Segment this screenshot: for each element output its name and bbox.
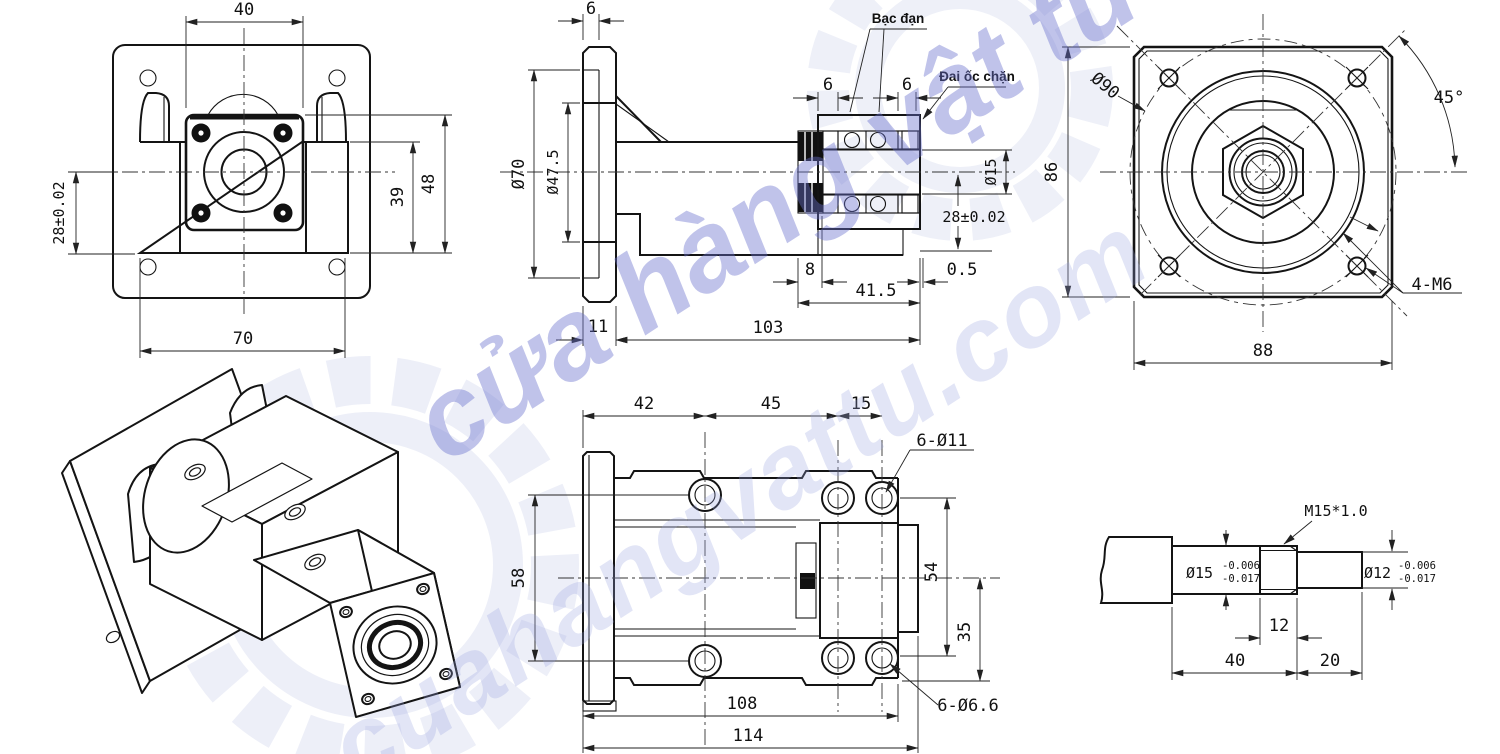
- dim-shaft-d15: Ø15: [1186, 564, 1213, 582]
- dim-39: 39: [388, 187, 408, 207]
- dim-05: 0.5: [947, 260, 978, 280]
- iso-face-screws: [339, 582, 453, 706]
- shaft-view: M15*1.0 Ø15 -0.006 -0.017 Ø12 -0.006 -0.…: [1099, 502, 1436, 680]
- dim-40: 40: [234, 0, 254, 20]
- dim-8: 8: [805, 260, 815, 280]
- dim-d15-tol-upper: -0.006: [1222, 560, 1260, 572]
- top-view: 42 45 15 6-Ø11 58 54 35 108: [509, 394, 1000, 753]
- dim-d15: Ø15: [982, 158, 1000, 185]
- label-thread: M15*1.0: [1304, 502, 1367, 520]
- dim-d15-tol-lower: -0.017: [1222, 573, 1260, 585]
- iso-bore: [352, 605, 438, 685]
- label-4m6: 4-M6: [1412, 275, 1453, 295]
- dim-103: 103: [753, 318, 784, 338]
- locknut-label: Đai ốc chặn: [939, 69, 1015, 84]
- dim-20: 20: [1320, 651, 1340, 671]
- label-6d66: 6-Ø6.6: [937, 696, 998, 716]
- dim-48: 48: [419, 174, 439, 194]
- dim-86: 86: [1042, 162, 1062, 182]
- dim-415: 41.5: [856, 281, 897, 301]
- front-view: 40 70 28±0.02 39 48: [50, 0, 452, 358]
- dim-d475: Ø47.5: [544, 149, 562, 194]
- dim-11: 11: [588, 317, 608, 337]
- dim-42: 42: [634, 394, 654, 414]
- dim-45deg: 45°: [1434, 88, 1465, 108]
- dim-shaft-d12: Ø12: [1364, 564, 1391, 582]
- dim-54: 54: [922, 562, 942, 582]
- section-view: Bạc đạn Đai ốc chặn 6 6 6: [500, 0, 1015, 346]
- dim-114: 114: [733, 726, 764, 746]
- dim-6-lip: 6: [586, 0, 596, 19]
- isometric-view: [61, 368, 461, 718]
- dim-35: 35: [955, 622, 975, 642]
- dim-d70: Ø70: [509, 159, 529, 190]
- dim-d12-tol-upper: -0.006: [1398, 560, 1436, 572]
- dim-d90: Ø90: [1087, 69, 1123, 104]
- dim-12: 12: [1269, 616, 1289, 636]
- dim-45: 45: [761, 394, 781, 414]
- dim-28: 28±0.02: [50, 181, 68, 244]
- dim-88: 88: [1253, 341, 1273, 361]
- dim-58: 58: [509, 568, 529, 588]
- dim-108: 108: [727, 694, 758, 714]
- dim-6-right: 6: [902, 75, 912, 95]
- dim-15: 15: [851, 394, 871, 414]
- end-view: Ø90 45° 4-M6 86 88: [1042, 14, 1468, 370]
- dim-6-left: 6: [823, 75, 833, 95]
- label-6d11: 6-Ø11: [916, 431, 967, 451]
- dim-40-shaft: 40: [1225, 651, 1245, 671]
- dim-28-sec: 28±0.02: [942, 208, 1005, 226]
- bearing-label: Bạc đạn: [872, 11, 925, 26]
- dim-70: 70: [233, 329, 253, 349]
- dim-d12-tol-lower: -0.017: [1398, 573, 1436, 585]
